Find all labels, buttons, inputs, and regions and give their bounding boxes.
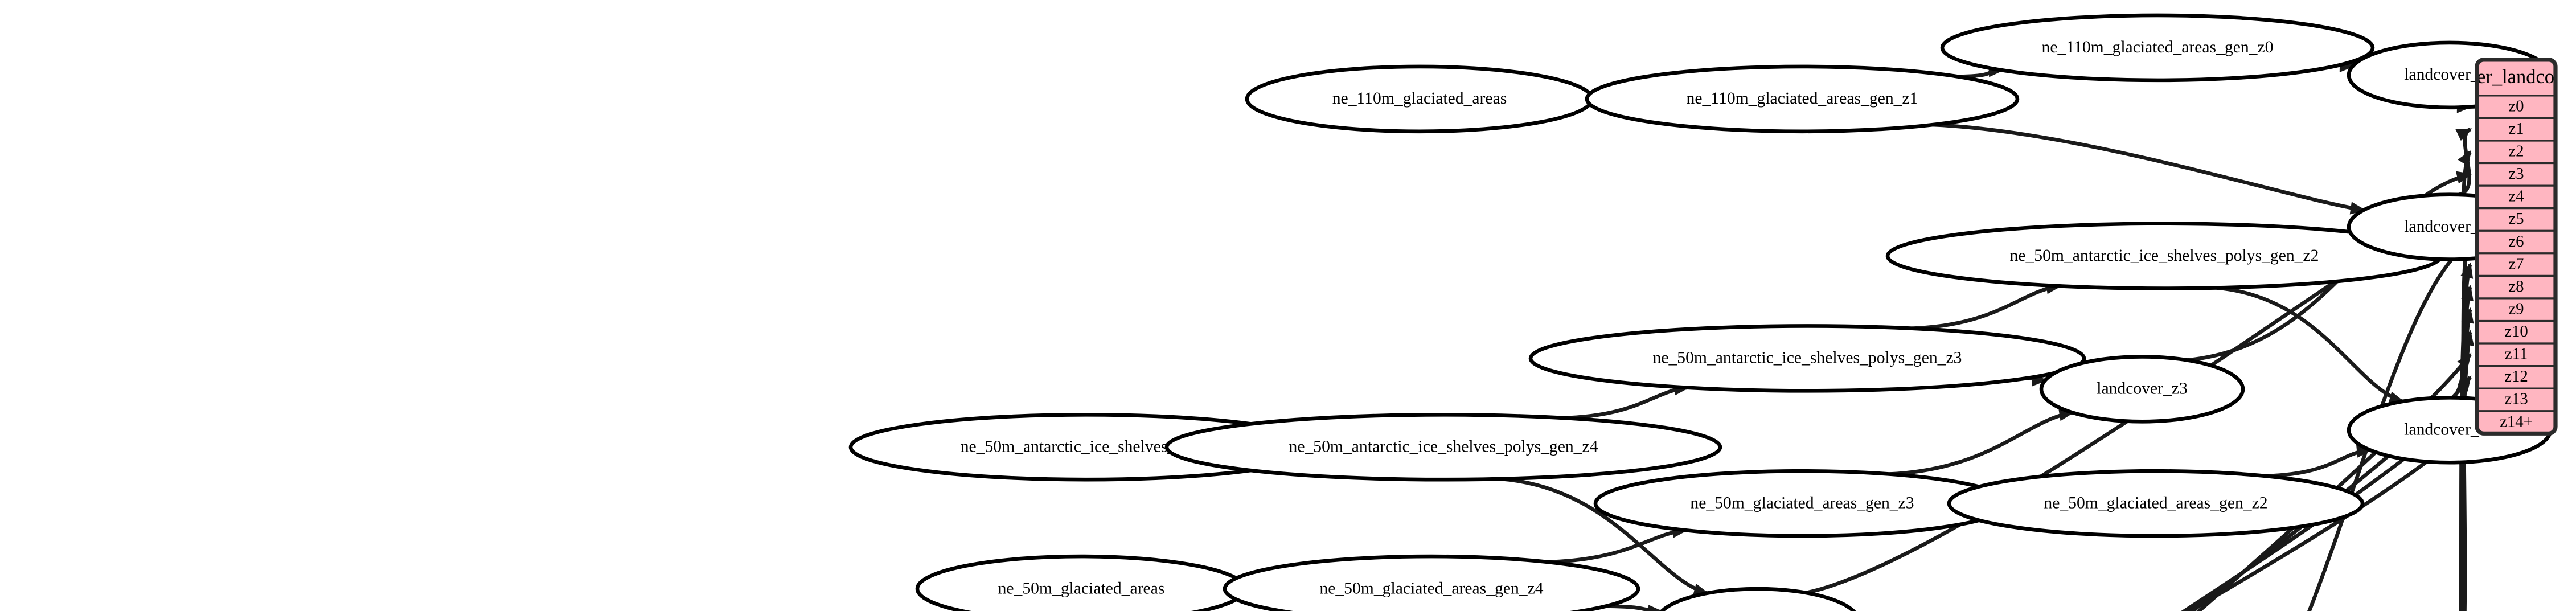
edge (2307, 240, 2471, 611)
edge (1912, 284, 2060, 330)
table-row[interactable]: z1 (2508, 120, 2524, 138)
graph-node-ne_50m_glaciated_areas_gen_z2[interactable]: ne_50m_glaciated_areas_gen_z2 (1947, 469, 2365, 538)
graph-node-ne_50m_antarctic_ice_shelves_polys_gen_z3[interactable]: ne_50m_antarctic_ice_shelves_polys_gen_z… (1528, 324, 2086, 393)
edge (2216, 286, 2403, 404)
table-background (2477, 59, 2556, 434)
node-ellipse (1164, 413, 1722, 482)
edge (2461, 219, 2472, 611)
node-label: ne_50m_antarctic_ice_shelves_polys_gen_z… (2010, 247, 2319, 265)
node-label: ne_50m_glaciated_areas_gen_z3 (1690, 494, 1914, 512)
node-label: ne_50m_glaciated_areas_gen_z2 (2044, 494, 2267, 512)
node-ellipse (1528, 324, 2086, 393)
table-row[interactable]: z13 (2504, 390, 2528, 408)
edge (1500, 477, 1708, 595)
graph-node-landcover_z3[interactable]: landcover_z3 (2039, 355, 2245, 424)
edge (2196, 353, 2472, 611)
arrow-head-icon (2458, 150, 2472, 167)
table-title: layer_landcover (2453, 66, 2576, 88)
node-label: ne_110m_glaciated_areas (1332, 89, 1507, 108)
table-row[interactable]: z5 (2508, 210, 2524, 228)
edge (1563, 386, 1688, 420)
graph-node-ne_50m_glaciated_areas_gen_z4[interactable]: ne_50m_glaciated_areas_gen_z4 (1223, 554, 1640, 611)
table-row[interactable]: z14+ (2500, 412, 2533, 430)
node-ellipse (1659, 587, 1856, 611)
table-row[interactable]: z6 (2508, 232, 2524, 251)
node-ellipse (1947, 469, 2365, 538)
arrow-head-icon (2455, 128, 2472, 141)
edge (1889, 411, 2073, 476)
table-row[interactable]: z9 (2508, 300, 2524, 318)
edge (1932, 122, 2364, 212)
node-ellipse (1223, 554, 1640, 611)
table-row[interactable]: z3 (2508, 165, 2524, 183)
graph-node-ne_50m_antarctic_ice_shelves_polys_gen_z4[interactable]: ne_50m_antarctic_ice_shelves_polys_gen_z… (1164, 413, 1722, 482)
graph-node-ne_110m_glaciated_areas_gen_z0[interactable]: ne_110m_glaciated_areas_gen_z0 (1940, 13, 2375, 83)
node-label: ne_50m_antarctic_ice_shelves_polys_gen_z… (1653, 349, 1962, 367)
table-row[interactable]: z2 (2508, 142, 2524, 161)
arrow-head-icon (2455, 171, 2472, 184)
graph-node-ne_110m_glaciated_areas_gen_z1[interactable]: ne_110m_glaciated_areas_gen_z1 (1585, 64, 2020, 134)
edge (1548, 528, 1686, 564)
table-row[interactable]: z0 (2508, 97, 2524, 115)
table-row[interactable]: z10 (2504, 322, 2528, 341)
graph-node-ne_110m_glaciated_areas[interactable]: ne_110m_glaciated_areas (1245, 64, 1594, 134)
node-label: ne_50m_glaciated_areas (998, 579, 1165, 597)
graph-node-landcover_z4[interactable]: landcover_z4 (1657, 587, 1859, 611)
node-label: ne_50m_glaciated_areas_gen_z4 (1319, 579, 1543, 597)
table-row[interactable]: z8 (2508, 277, 2524, 296)
node-ellipse (2039, 355, 2245, 424)
graph-node-ne_50m_glaciated_areas[interactable]: ne_50m_glaciated_areas (915, 554, 1248, 611)
edge (1606, 604, 1662, 611)
graph-node-ne_50m_glaciated_areas_gen_z3[interactable]: ne_50m_glaciated_areas_gen_z3 (1593, 469, 2011, 538)
table-row[interactable]: z11 (2505, 345, 2528, 363)
node-label: ne_110m_glaciated_areas_gen_z0 (2042, 38, 2274, 56)
nodes-layer: imposm3osm_landcover_polygonsimplify_vw_… (848, 13, 2553, 611)
node-label: landcover_z3 (2097, 380, 2188, 398)
node-label: ne_50m_antarctic_ice_shelves_polys_gen_z… (1289, 438, 1598, 456)
edge (2186, 421, 2472, 611)
layer-landcover-table[interactable]: layer_landcover z0 z1 z2 z3 z4 z5 z6 z7 z8 z9 z10 z1… (2453, 58, 2576, 436)
node-ellipse (1585, 64, 2020, 134)
table-row[interactable]: z12 (2504, 367, 2528, 386)
node-label: ne_110m_glaciated_areas_gen_z1 (1687, 89, 1918, 108)
node-ellipse (1940, 13, 2375, 83)
table-row[interactable]: z7 (2508, 255, 2524, 273)
arrow-head-icon (1648, 605, 1662, 611)
table-row[interactable]: z4 (2508, 187, 2524, 206)
table-outline (2475, 58, 2558, 436)
